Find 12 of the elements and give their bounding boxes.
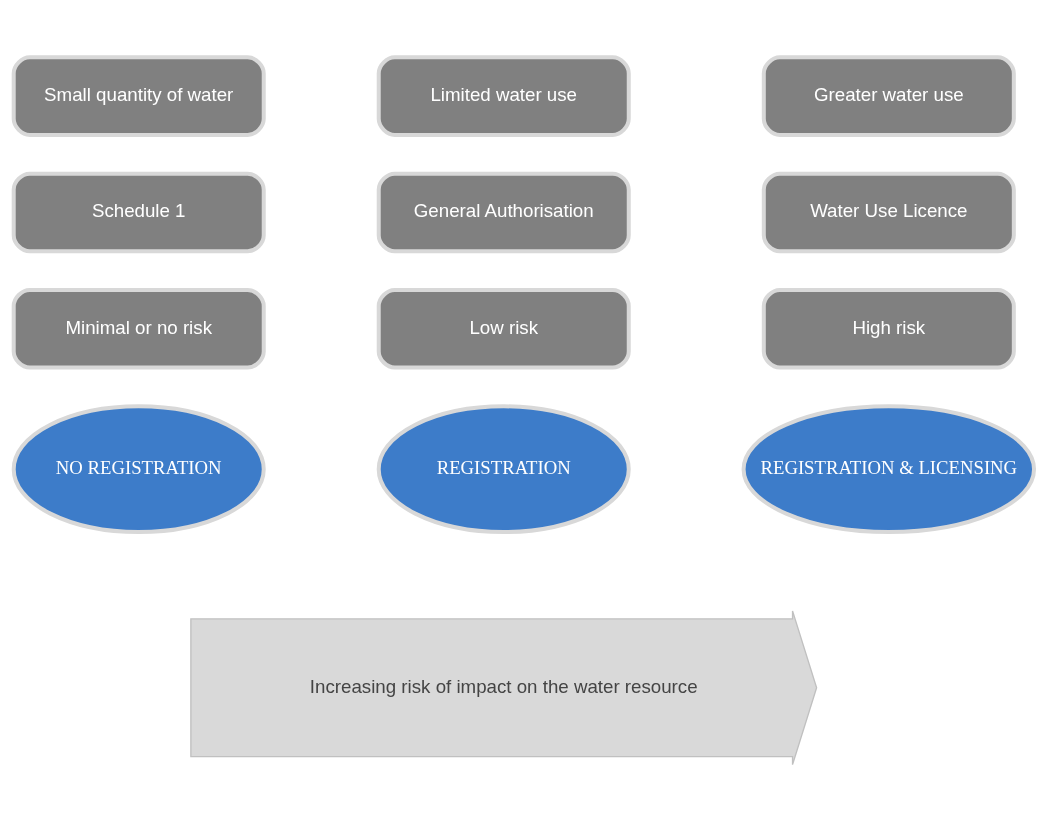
node-box: Greater water use: [761, 54, 1016, 137]
node-box: General Authorisation: [376, 171, 631, 253]
node-box: Small quantity of water: [11, 54, 266, 137]
node-box: Minimal or no risk: [11, 287, 266, 370]
node-box: Schedule 1: [11, 171, 266, 253]
node-ellipse: NO REGISTRATION: [11, 403, 266, 534]
node-ellipse: REGISTRATION: [376, 403, 631, 534]
node-box: High risk: [761, 287, 1016, 370]
node-ellipse: REGISTRATION & LICENSING: [741, 403, 1037, 534]
node-box: Water Use Licence: [761, 171, 1016, 253]
node-box: Low risk: [376, 287, 631, 370]
node-box: Limited water use: [376, 54, 631, 137]
